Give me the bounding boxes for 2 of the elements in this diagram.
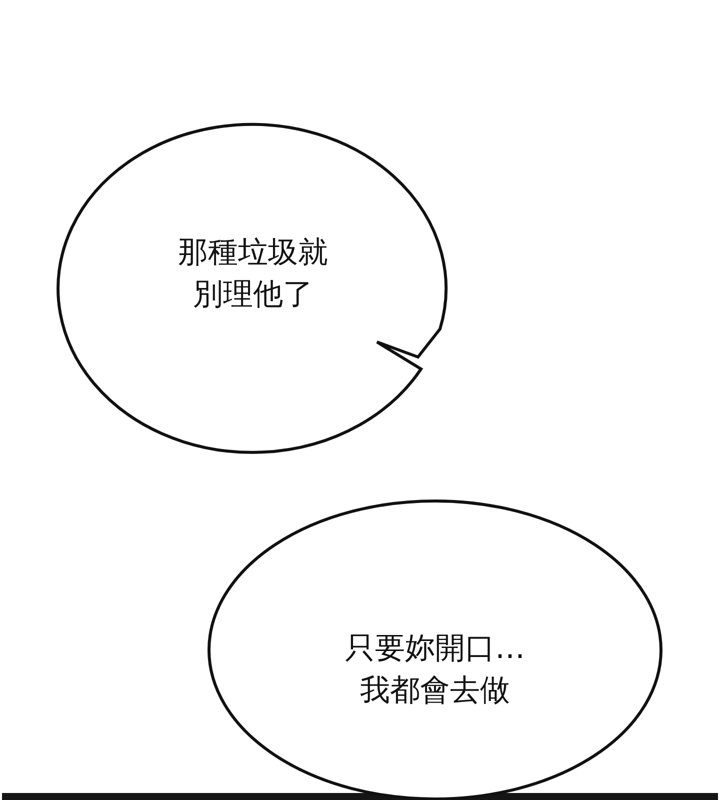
speech-text: 那種垃圾就別理他了 — [178, 234, 328, 314]
speech-text: 只要妳開口…我都會去做 — [344, 630, 526, 710]
